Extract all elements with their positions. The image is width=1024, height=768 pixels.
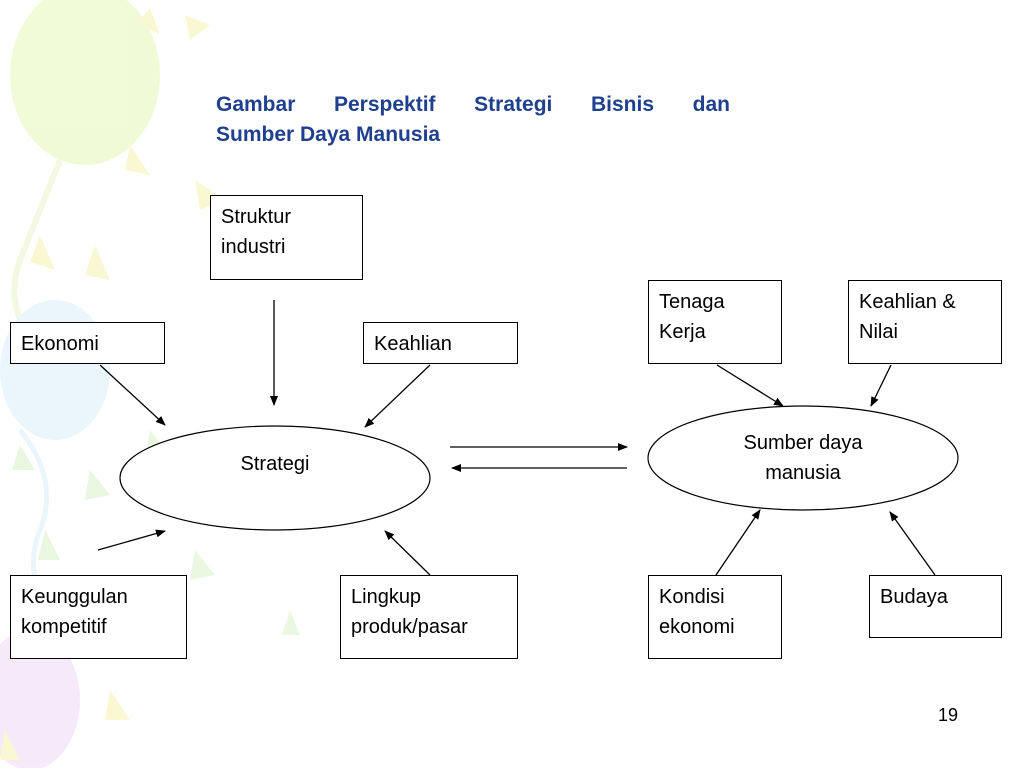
- box-kondisi-ekonomi: Kondisi ekonomi: [648, 575, 782, 659]
- box-keahlian-nilai-label: Keahlian & Nilai: [859, 291, 956, 343]
- confetti-shape: [138, 8, 160, 35]
- diagram-title: Gambar Perspektif Strategi Bisnis dan Su…: [216, 90, 730, 150]
- confetti-shape: [85, 470, 110, 500]
- box-tenaga-kerja: Tenaga Kerja: [648, 280, 782, 364]
- confetti-shape: [12, 445, 35, 470]
- title-line-1: Gambar Perspektif Strategi Bisnis dan: [216, 93, 730, 116]
- arrow-ekonomi-to-strategi: [99, 364, 166, 426]
- arrow-keahlian-nilai-to-sdm: [870, 364, 892, 407]
- sumber-daya-manusia-label: Sumber daya manusia: [743, 432, 863, 484]
- arrow-budaya-to-sdm: [889, 511, 936, 576]
- box-struktur-industri: Struktur industri: [210, 195, 363, 280]
- confetti-shape: [85, 245, 110, 280]
- confetti-shape: [185, 15, 210, 40]
- sumber-daya-manusia-ellipse: [647, 405, 959, 511]
- box-keahlian: Keahlian: [363, 322, 518, 364]
- green-balloon-shape: [10, 0, 160, 165]
- box-kondisi-ekonomi-label: Kondisi ekonomi: [659, 586, 735, 638]
- confetti-shape: [282, 610, 300, 635]
- arrow-keahlian-to-strategi: [364, 364, 431, 428]
- arrow-lingkup-to-strategi: [384, 530, 431, 576]
- box-budaya: Budaya: [869, 575, 1002, 638]
- confetti-shape: [190, 550, 215, 580]
- box-keunggulan-kompetitif-label: Keunggulan kompetitif: [21, 586, 128, 638]
- title-line-2: Sumber Daya Manusia: [216, 123, 441, 146]
- box-keahlian-nilai: Keahlian & Nilai: [848, 280, 1002, 364]
- strategi-label: Strategi: [240, 453, 310, 475]
- balloon-string: [11, 158, 63, 342]
- arrow-tenaga-kerja-to-sdm: [716, 364, 784, 407]
- box-tenaga-kerja-label: Tenaga Kerja: [659, 291, 725, 343]
- box-ekonomi: Ekonomi: [10, 322, 165, 364]
- box-struktur-industri-label: Struktur industri: [221, 206, 292, 258]
- purple-balloon-shape: [0, 630, 80, 768]
- box-lingkup-produk-pasar-label: Lingkup produk/pasar: [351, 586, 468, 638]
- box-budaya-label: Budaya: [880, 586, 948, 608]
- arrow-kondisi-ekonomi-to-sdm: [715, 509, 761, 576]
- confetti-shape: [125, 145, 150, 175]
- box-keahlian-label: Keahlian: [374, 333, 452, 355]
- confetti-shape: [30, 235, 55, 270]
- strategi-ellipse: [119, 425, 431, 531]
- confetti-shape: [0, 730, 20, 760]
- confetti-shape: [38, 530, 60, 560]
- box-lingkup-produk-pasar: Lingkup produk/pasar: [340, 575, 518, 659]
- confetti-shape: [105, 690, 130, 720]
- arrow-keunggulan-to-strategi: [97, 529, 166, 551]
- page-number: 19: [938, 705, 959, 725]
- box-ekonomi-label: Ekonomi: [21, 333, 99, 355]
- box-keunggulan-kompetitif: Keunggulan kompetitif: [10, 575, 187, 659]
